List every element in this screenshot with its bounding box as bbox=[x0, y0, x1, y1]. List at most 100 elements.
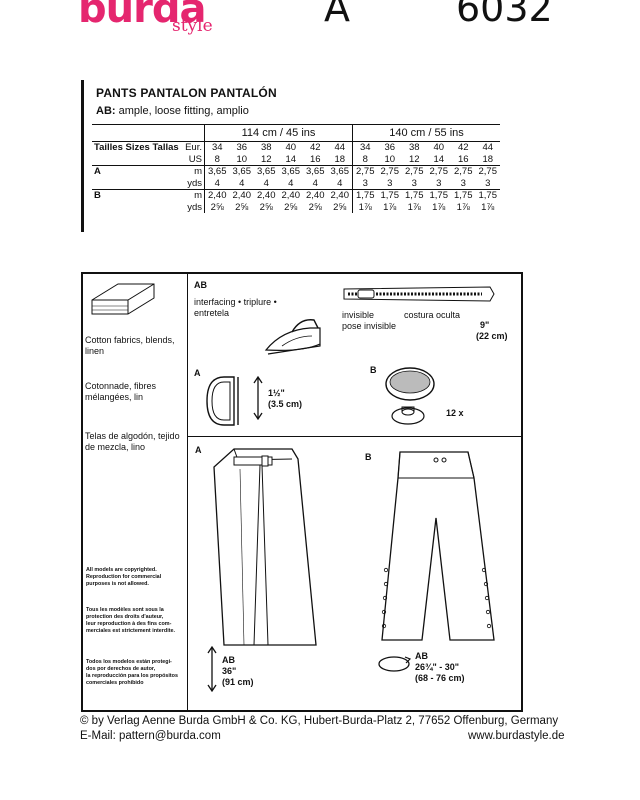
fabric-fold-icon bbox=[91, 283, 155, 315]
yardage-value-cell: 3,65 bbox=[278, 165, 303, 178]
yardage-value-cell: 4 bbox=[312, 177, 318, 189]
brand-logo: burda bbox=[78, 0, 206, 32]
eur-size-cell: 36 bbox=[377, 141, 402, 154]
yardage-view-label: B bbox=[92, 189, 182, 202]
waist-cm: (68 - 76 cm) bbox=[415, 673, 465, 683]
yardage-value-cell: 2,75 bbox=[352, 165, 378, 178]
waist-measure-icon bbox=[378, 656, 412, 672]
notions-a-label: A bbox=[194, 368, 201, 378]
notions-panel bbox=[81, 272, 523, 712]
divider bbox=[188, 436, 521, 437]
eur-size-cell: 34 bbox=[204, 141, 230, 154]
yardage-value-cell: 2,40 bbox=[327, 189, 353, 202]
us-size-cell: 12 bbox=[408, 153, 420, 165]
zipper-label-en: invisible bbox=[342, 310, 375, 320]
footer-copyright: © by Verlag Aenne Burda GmbH & Co. KG, H… bbox=[80, 715, 559, 727]
yardage-value-cell: 4 bbox=[214, 177, 220, 189]
yardage-view-label: A bbox=[92, 165, 182, 178]
eur-size-cell: 34 bbox=[352, 141, 378, 154]
us-label: US bbox=[182, 153, 205, 166]
yardage-value-cell: 1⅞ bbox=[383, 201, 397, 213]
us-size-cell: 10 bbox=[236, 153, 248, 165]
fabric-en: Cotton fabrics, blends, linen bbox=[85, 335, 175, 356]
size-label: Tailles Sizes Tallas bbox=[92, 141, 182, 154]
interfacing-label: interfacing • triplure • bbox=[194, 297, 277, 307]
ring-size-in: 1½" bbox=[268, 388, 285, 398]
eur-size-cell: 40 bbox=[278, 141, 303, 154]
zipper-icon bbox=[343, 286, 495, 302]
zipper-label-fr: pose invisible bbox=[342, 321, 397, 331]
view-b-label: B bbox=[365, 452, 372, 462]
yardage-value-cell: 1⅞ bbox=[352, 201, 378, 213]
footer-email: E-Mail: pattern@burda.com bbox=[80, 730, 221, 742]
eur-size-cell: 44 bbox=[327, 141, 353, 154]
pattern-number: 6032 bbox=[456, 0, 553, 30]
us-size-cell: 8 bbox=[214, 153, 220, 165]
eur-size-cell: 44 bbox=[475, 141, 500, 154]
yardage-value-cell: 3,65 bbox=[204, 165, 230, 178]
yardage-value-cell: 3,65 bbox=[327, 165, 353, 178]
us-size-cell: 16 bbox=[309, 153, 321, 165]
us-size-cell: 8 bbox=[352, 153, 378, 166]
footer-website: www.burdastyle.de bbox=[468, 730, 565, 742]
snap-quantity: 12 x bbox=[446, 408, 464, 418]
yardage-value-cell: 2⅝ bbox=[284, 201, 298, 213]
yardage-value-cell: 2⅝ bbox=[333, 201, 347, 213]
yardage-value-cell: 4 bbox=[337, 177, 343, 189]
yardage-value-cell: 1,75 bbox=[377, 189, 402, 202]
yardage-value-cell: 1,75 bbox=[475, 189, 500, 202]
yardage-value-cell: 3 bbox=[411, 177, 417, 189]
inseam-label: AB bbox=[222, 655, 235, 665]
yardage-value-cell: 4 bbox=[263, 177, 269, 189]
fabric-width-114: 114 cm / 45 ins bbox=[204, 124, 353, 142]
yardage-value-cell: 2,40 bbox=[229, 189, 254, 202]
yardage-description: AB: ample, loose fitting, amplio bbox=[96, 105, 249, 117]
yardage-value-cell: 2,40 bbox=[254, 189, 279, 202]
yardage-value-cell: 2,75 bbox=[475, 165, 500, 178]
yardage-title: PANTS PANTALON PANTALÓN bbox=[96, 86, 277, 100]
eur-size-cell: 38 bbox=[254, 141, 279, 154]
us-size-cell: 12 bbox=[260, 153, 272, 165]
yardage-value-cell: 2,40 bbox=[303, 189, 328, 202]
yardage-value-cell: 3 bbox=[436, 177, 442, 189]
yardage-unit: m bbox=[182, 189, 205, 202]
yardage-value-cell: 2⅝ bbox=[308, 201, 322, 213]
yardage-view-label bbox=[92, 178, 182, 190]
yardage-block bbox=[81, 80, 526, 232]
us-size-cell: 18 bbox=[334, 153, 346, 165]
zipper-length-in: 9" bbox=[480, 320, 490, 330]
fabric-column bbox=[81, 272, 188, 712]
inseam-arrow-icon bbox=[207, 646, 217, 692]
yardage-value-cell: 2,75 bbox=[451, 165, 476, 178]
yardage-unit: yds bbox=[182, 201, 205, 213]
yardage-value-cell: 3 bbox=[352, 177, 378, 190]
yardage-value-cell: 1⅞ bbox=[481, 201, 495, 213]
yardage-value-cell: 2⅝ bbox=[259, 201, 273, 213]
yardage-value-cell: 2,75 bbox=[377, 165, 402, 178]
d-ring-icon bbox=[206, 376, 239, 426]
yardage-value-cell: 4 bbox=[239, 177, 245, 189]
yardage-unit: m bbox=[182, 165, 205, 178]
yardage-value-cell: 3 bbox=[387, 177, 393, 189]
fabric-width-140: 140 cm / 55 ins bbox=[352, 124, 500, 142]
us-size-cell: 14 bbox=[433, 153, 445, 165]
yardage-value-cell: 1,75 bbox=[426, 189, 451, 202]
yardage-value-cell: 1,75 bbox=[451, 189, 476, 202]
brand-sub: style bbox=[172, 16, 213, 36]
view-a-pants-drawing bbox=[213, 448, 317, 646]
yardage-value-cell: 4 bbox=[288, 177, 294, 189]
yardage-value-cell: 3 bbox=[460, 177, 466, 189]
zipper-length-cm: (22 cm) bbox=[476, 331, 508, 341]
yardage-value-cell: 2⅝ bbox=[210, 201, 224, 213]
notions-b-label: B bbox=[370, 365, 377, 375]
fabric-fr: Cotonnade, fibres mélangées, lin bbox=[85, 381, 157, 402]
yardage-value-cell: 3,65 bbox=[254, 165, 279, 178]
us-size-cell: 18 bbox=[482, 153, 494, 165]
eur-size-cell: 36 bbox=[229, 141, 254, 154]
yardage-value-cell: 2⅝ bbox=[235, 201, 249, 213]
snap-fastener-icon bbox=[385, 367, 435, 425]
